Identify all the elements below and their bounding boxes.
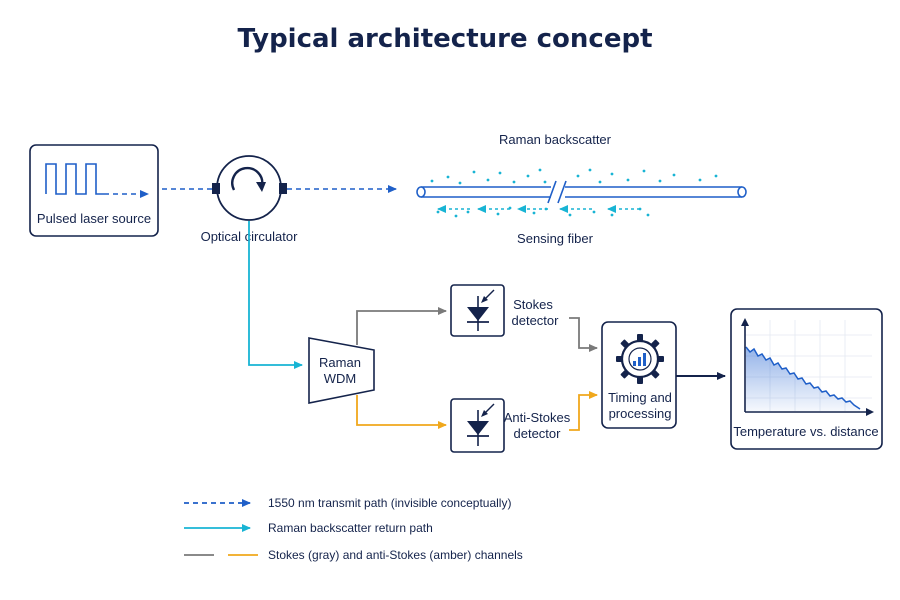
legend-item-channels: Stokes (gray) and anti-Stokes (amber) ch… <box>184 548 523 562</box>
return-path <box>248 221 303 369</box>
stokes-label-1: Stokes <box>513 297 553 312</box>
legend-label: 1550 nm transmit path (invisible concept… <box>268 496 511 510</box>
antistokes-label-1: Anti-Stokes <box>504 410 571 425</box>
antistokes-label-2: detector <box>514 426 562 441</box>
antistokes-to-processing <box>569 391 598 431</box>
plot-label: Temperature vs. distance <box>733 424 878 439</box>
page-title: Typical architecture concept <box>237 24 652 54</box>
legend-label: Raman backscatter return path <box>268 521 433 535</box>
backscatter-label: Raman backscatter <box>499 132 612 147</box>
stokes-label-2: detector <box>512 313 560 328</box>
laser-label: Pulsed laser source <box>37 211 151 226</box>
pulsed-laser-source-block: Pulsed laser source <box>29 144 159 237</box>
circulator-icon <box>231 166 264 191</box>
photodiode-icon <box>467 403 495 446</box>
stokes-to-processing <box>569 317 598 352</box>
legend-label: Stokes (gray) and anti-Stokes (amber) ch… <box>268 548 523 562</box>
scatter-dots <box>430 168 718 218</box>
stokes-channel <box>356 307 447 345</box>
sensing-fiber: Raman backscatter Sensing fiber <box>416 132 747 246</box>
gear-chart-icon <box>616 334 664 384</box>
processing-label-1: Timing and <box>608 390 672 405</box>
stokes-detector: Stokes detector <box>450 284 560 337</box>
wdm-label-1: Raman <box>319 355 361 370</box>
processing-label-2: processing <box>609 406 672 421</box>
legend: 1550 nm transmit path (invisible concept… <box>184 496 523 562</box>
temperature-plot-panel: Temperature vs. distance <box>730 308 883 450</box>
wdm-label-2: WDM <box>324 371 357 386</box>
timing-processing-block: Timing and processing <box>601 321 677 429</box>
legend-item-return: Raman backscatter return path <box>184 521 433 535</box>
fiber-label: Sensing fiber <box>517 231 594 246</box>
optical-circulator: Optical circulator <box>201 155 298 244</box>
temperature-trace <box>745 346 861 410</box>
raman-wdm: Raman WDM <box>308 337 375 404</box>
antistokes-detector: Anti-Stokes detector <box>450 398 571 453</box>
temperature-area <box>746 347 860 411</box>
antistokes-channel <box>356 395 447 429</box>
photodiode-icon <box>467 289 495 331</box>
pulse-train-icon <box>45 163 104 195</box>
legend-item-transmit: 1550 nm transmit path (invisible concept… <box>184 496 511 510</box>
